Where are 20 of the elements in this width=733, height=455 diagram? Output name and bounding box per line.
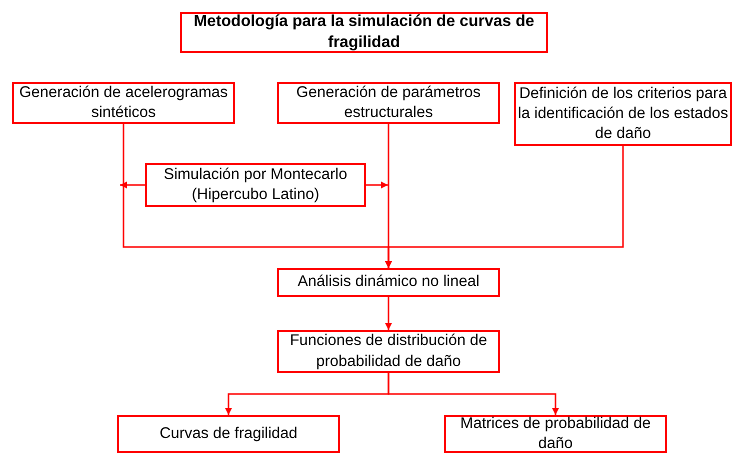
connector-arrow	[120, 182, 145, 188]
box-label: Curvas de fragilidad	[160, 424, 298, 444]
box-label: Matrices de probabilidad de daño	[459, 414, 652, 454]
box-label: Generación de parámetros estructurales	[295, 82, 482, 123]
process-box	[277, 330, 500, 373]
process-box	[145, 163, 366, 207]
process-box	[277, 82, 500, 124]
box-label: Funciones de distribución de probabilidad de daño	[288, 331, 488, 372]
box-label: Generación de acelerogramas sintéticos	[18, 82, 229, 123]
process-box	[277, 268, 500, 297]
connector-arrow	[385, 297, 392, 330]
process-box	[117, 415, 340, 453]
box-label: Definición de los criterios para la identificación de los estados de daño	[516, 84, 730, 144]
connector-arrow	[366, 182, 388, 188]
title-text: Metodología para la simulación de curvas de fragilidad	[192, 12, 536, 52]
connector-arrow	[385, 146, 624, 268]
connector-arrow	[388, 373, 559, 415]
process-box	[444, 415, 667, 453]
box-label: Análisis dinámico no lineal	[298, 272, 480, 292]
box-label: Simulación por Montecarlo (Hipercubo Latino)	[162, 164, 348, 205]
